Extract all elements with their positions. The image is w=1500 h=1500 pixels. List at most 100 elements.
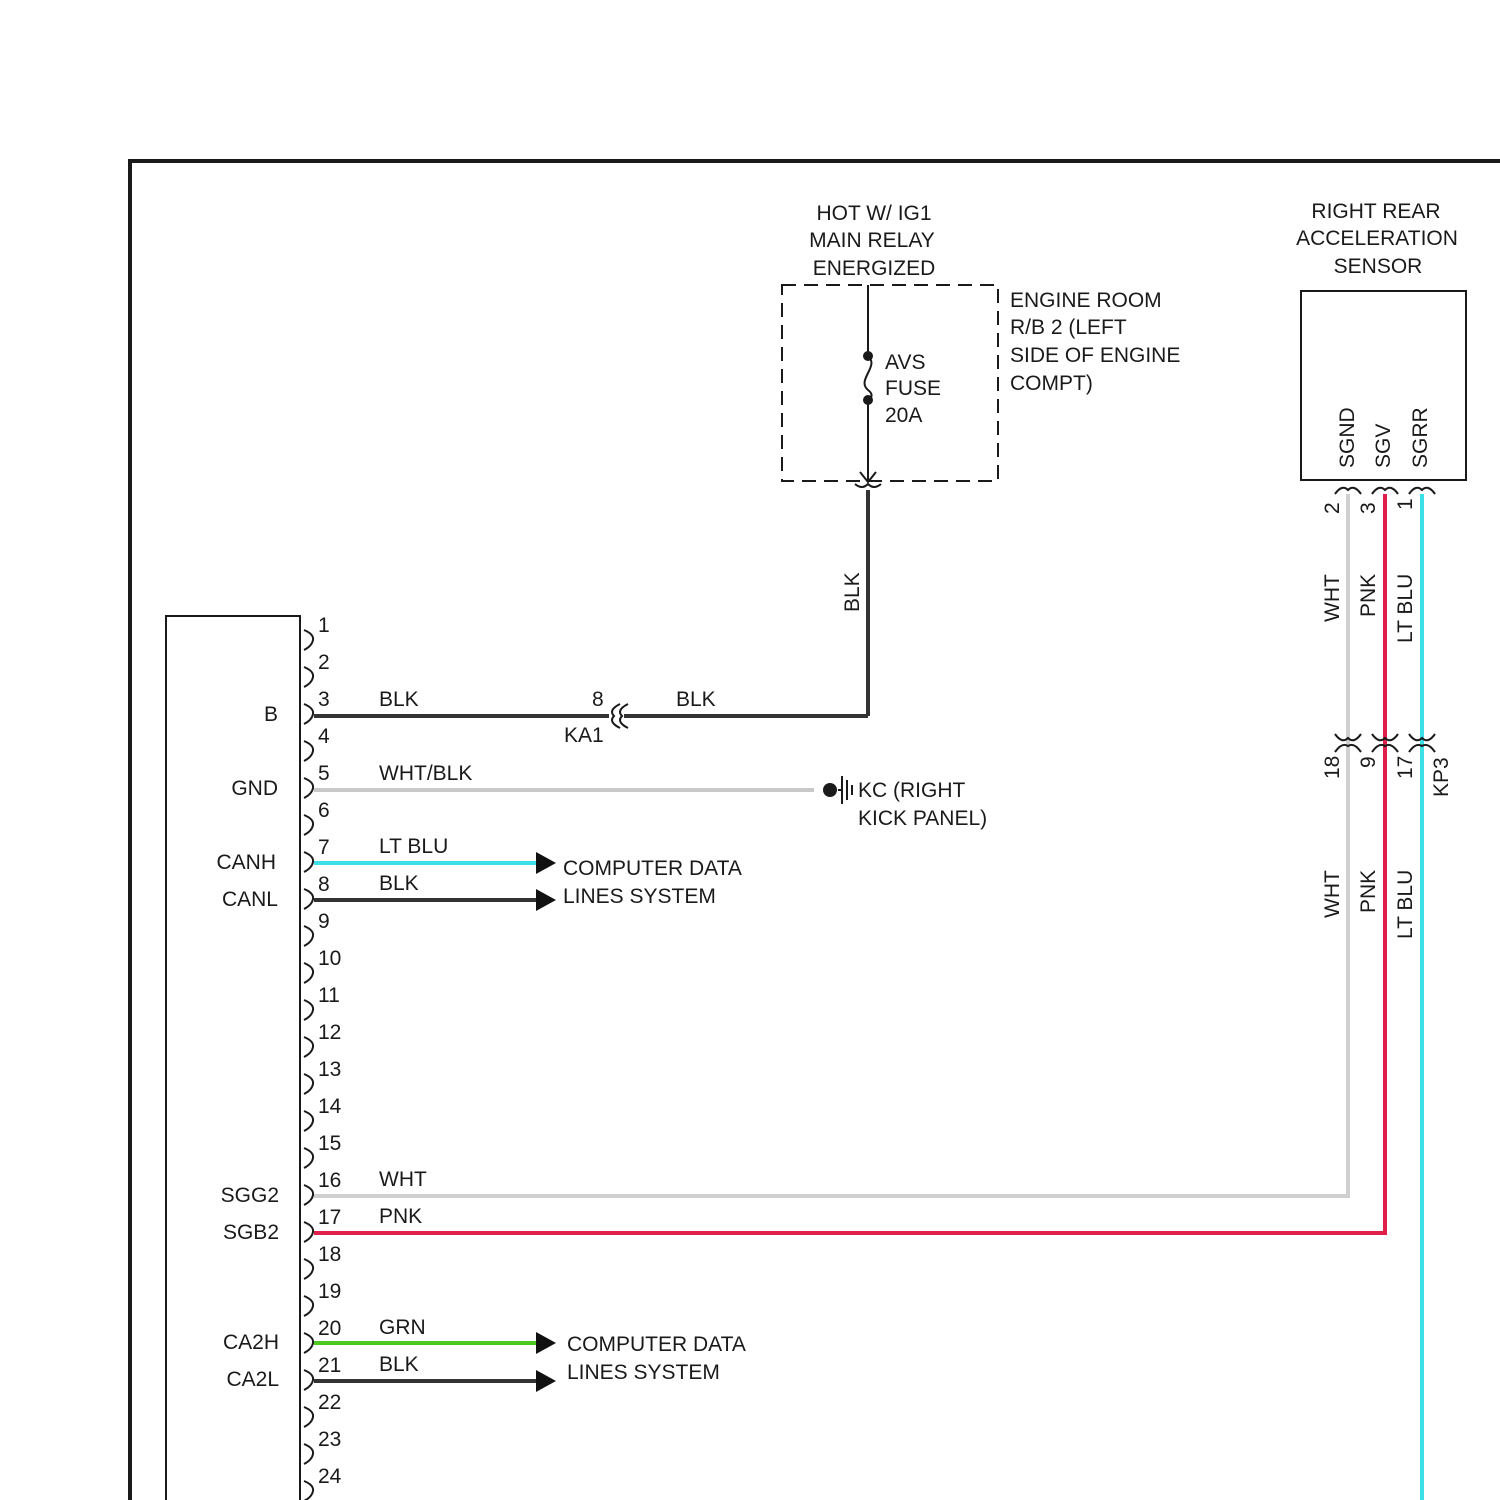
sensor-pin-sgv: SGV [1372, 424, 1395, 468]
sensor-pin-num-2: 2 [1321, 502, 1344, 514]
wire-label-sgg2: WHT [379, 1168, 427, 1191]
module-pin-connector-icon [304, 630, 313, 650]
module-pin-number: 19 [318, 1280, 341, 1303]
module-pin-number: 1 [318, 614, 330, 637]
rb2-label-line-2: R/B 2 (LEFT [1010, 316, 1127, 339]
wire-label-b-right: BLK [676, 688, 716, 711]
fuse-out-connector-icon [855, 484, 881, 487]
wire-label-ca2h: GRN [379, 1316, 426, 1339]
module-pin-number: 22 [318, 1391, 341, 1414]
ka1-pin-number: 8 [592, 688, 604, 711]
ground-point-icon [823, 783, 837, 797]
wire-label-b-left: BLK [379, 688, 419, 711]
module-pin-connector-icon [304, 1333, 313, 1353]
module-pin-number: 4 [318, 725, 330, 748]
module-pin-connector-icon [304, 926, 313, 946]
module-pin-number: 12 [318, 1021, 341, 1044]
rb2-label-line-4: COMPT) [1010, 372, 1093, 395]
module-pin-number: 16 [318, 1169, 341, 1192]
module-pin-connector-icon [304, 1000, 313, 1020]
data-lines-1-line-2: LINES SYSTEM [563, 885, 716, 908]
module-pin-number: 13 [318, 1058, 341, 1081]
module-pin-label-ca2l: CA2L [226, 1368, 279, 1391]
kp3-pin-9: 9 [1357, 756, 1380, 768]
module-pin-connector-icon [304, 1481, 313, 1500]
module-pin-label-sgb2: SGB2 [223, 1221, 279, 1244]
module-pin-connector-icon [304, 852, 313, 872]
fuse-label-line-2: FUSE [885, 377, 941, 400]
module-pin-connector-icon [304, 889, 313, 909]
canl-arrow-icon [536, 889, 556, 911]
module-pin-connector-icon [304, 1111, 313, 1131]
sensor-connector-icon [1335, 488, 1435, 494]
power-title-line-1: HOT W/ IG1 [816, 202, 931, 225]
ka1-label: KA1 [564, 724, 604, 747]
sensor-lower-wire-wht: WHT [1321, 870, 1344, 918]
module-pin-number: 11 [318, 984, 340, 1007]
module-pin-connector-icon [304, 1148, 313, 1168]
module-pin-connector-icon [304, 815, 313, 835]
sensor-pin-sgrr: SGRR [1409, 407, 1432, 468]
module-pin-number: 14 [318, 1095, 342, 1118]
wire-label-sgb2: PNK [379, 1205, 422, 1228]
module-pin-number: 5 [318, 762, 330, 785]
sensor-title-line-2: ACCELERATION [1296, 227, 1458, 250]
module-pin-label-sgg2: SGG2 [221, 1184, 279, 1207]
ground-label-line-1: KC (RIGHT [858, 779, 966, 802]
fuse-label-line-3: 20A [885, 404, 922, 427]
module-pin-number: 21 [318, 1354, 341, 1377]
module-pin-number: 18 [318, 1243, 341, 1266]
module-pin-connector-icon [304, 1037, 313, 1057]
wire-label-canl: BLK [379, 872, 419, 895]
module-pin-label-gnd: GND [231, 777, 278, 800]
right-rear-acceleration-sensor: RIGHT REAR ACCELERATION SENSOR SGND SGV … [1296, 200, 1466, 514]
module-pin-connector-icon [304, 704, 313, 724]
module-pin-connector-icon [304, 1259, 313, 1279]
kp3-pin-17: 17 [1394, 756, 1417, 779]
module-pin-number: 23 [318, 1428, 341, 1451]
ground-symbol-icon [838, 776, 852, 804]
module-pin-connector-icon [304, 778, 313, 798]
module-pin-number: 8 [318, 873, 330, 896]
power-source: HOT W/ IG1 MAIN RELAY ENERGIZED ENGINE R… [782, 202, 1180, 487]
fuse-icon [865, 356, 872, 400]
rb2-label-line-1: ENGINE ROOM [1010, 289, 1162, 312]
sensor-pin-num-1: 1 [1394, 498, 1417, 510]
power-feed-wire-label: BLK [841, 572, 864, 612]
module-pin-number: 9 [318, 910, 330, 933]
module-pin-connector-icon [304, 1074, 313, 1094]
control-module: 123456789101112131415161718192021222324 … [166, 614, 342, 1500]
module-pin-number: 2 [318, 651, 330, 674]
power-title-line-3: ENERGIZED [813, 257, 936, 280]
module-pin-connector-icon [304, 1185, 313, 1205]
ca2l-arrow-icon [536, 1370, 556, 1392]
kp3-label: KP3 [1430, 757, 1453, 797]
sensor-upper-wire-wht: WHT [1321, 574, 1344, 622]
data-lines-1-line-1: COMPUTER DATA [563, 857, 742, 880]
module-pin-label-canl: CANL [222, 888, 278, 911]
module-pin-number: 10 [318, 947, 341, 970]
ground-label-line-2: KICK PANEL) [858, 807, 987, 830]
sensor-lower-wire-pnk: PNK [1357, 870, 1380, 913]
sensor-pin-sgnd: SGND [1336, 407, 1359, 468]
canh-arrow-icon [536, 852, 556, 874]
module-pin-connector-icon [304, 1407, 313, 1427]
module-pin-number: 20 [318, 1317, 341, 1340]
module-pin-connector-icon [304, 741, 313, 761]
rb2-label-line-3: SIDE OF ENGINE [1010, 344, 1180, 367]
sensor-upper-wire-pnk: PNK [1357, 574, 1380, 617]
wire-label-ca2l: BLK [379, 1353, 419, 1376]
sensor-upper-wire-ltblu: LT BLU [1394, 574, 1417, 643]
module-pin-connector-icon [304, 1444, 313, 1464]
module-pin-number: 24 [318, 1465, 342, 1488]
power-title-line-2: MAIN RELAY [809, 229, 935, 252]
wire-label-gnd: WHT/BLK [379, 762, 472, 785]
data-lines-2-line-1: COMPUTER DATA [567, 1333, 746, 1356]
module-pin-label-canh: CANH [216, 851, 276, 874]
module-pin-label-ca2h: CA2H [223, 1331, 279, 1354]
sensor-pin-num-3: 3 [1357, 502, 1380, 514]
module-pin-connector-icon [304, 667, 313, 687]
module-pin-number: 3 [318, 688, 330, 711]
